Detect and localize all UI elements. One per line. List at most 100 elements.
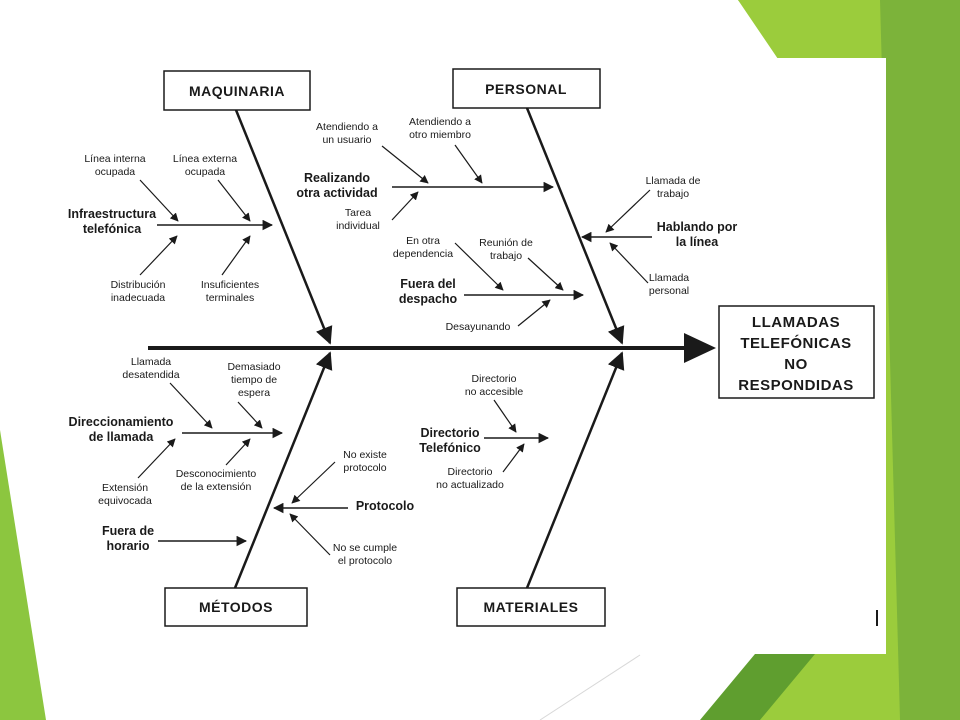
svg-text:Realizando: Realizando	[304, 171, 370, 185]
effect-line-3: NO	[784, 356, 808, 373]
svg-text:Llamada: Llamada	[649, 272, 689, 284]
svg-text:otra actividad: otra actividad	[296, 186, 377, 200]
svg-text:Reunión de: Reunión de	[479, 237, 533, 249]
svg-text:Directorio: Directorio	[472, 373, 517, 385]
cause-fuera-despacho: Fuera del despacho	[399, 277, 585, 306]
svg-text:No se cumple: No se cumple	[333, 542, 397, 554]
svg-text:Llamada: Llamada	[131, 356, 171, 368]
cause-direccionamiento: Direccionamiento de llamada	[69, 415, 284, 444]
svg-text:Desconocimiento: Desconocimiento	[176, 468, 257, 480]
bone-materiales	[525, 351, 625, 589]
svg-text:protocolo: protocolo	[343, 462, 386, 474]
subcause-no-existe: No existe protocolo	[291, 449, 387, 504]
svg-text:Directorio: Directorio	[448, 466, 493, 478]
svg-text:Fuera de: Fuera de	[102, 524, 154, 538]
svg-text:el protocolo: el protocolo	[338, 555, 392, 567]
bg-thin-line	[539, 654, 641, 720]
subcause-atendiendo-usuario: Atendiendo a un usuario	[316, 121, 429, 184]
subcause-tarea-individual: Tarea individual	[336, 191, 419, 232]
category-personal: PERSONAL	[452, 68, 601, 109]
svg-text:la línea: la línea	[676, 235, 719, 249]
bone-personal	[525, 107, 625, 345]
subcause-no-se-cumple: No se cumple el protocolo	[289, 513, 397, 567]
svg-text:otro miembro: otro miembro	[409, 129, 471, 141]
svg-text:Distribución: Distribución	[111, 279, 166, 291]
effect-line-2: TELEFÓNICAS	[740, 334, 851, 352]
cause-realizando: Realizando otra actividad	[296, 171, 555, 200]
subcause-llamada-trabajo: Llamada de trabajo	[605, 175, 701, 233]
svg-text:equivocada: equivocada	[98, 495, 152, 507]
effect-line-4: RESPONDIDAS	[738, 377, 854, 394]
svg-text:Línea interna: Línea interna	[84, 153, 145, 165]
svg-text:terminales: terminales	[206, 292, 254, 304]
subcause-desconocimiento: Desconocimiento de la extensión	[176, 438, 257, 493]
svg-text:Fuera del: Fuera del	[400, 277, 456, 291]
svg-text:Extensión: Extensión	[102, 482, 148, 494]
svg-text:despacho: despacho	[399, 292, 458, 306]
svg-text:Tarea: Tarea	[345, 207, 371, 219]
category-maquinaria: MAQUINARIA	[163, 70, 311, 111]
spine-arrowhead	[684, 333, 716, 363]
svg-text:horario: horario	[106, 539, 149, 553]
svg-text:Hablando por: Hablando por	[657, 220, 738, 234]
svg-text:Demasiado: Demasiado	[227, 361, 280, 373]
subcause-atendiendo-miembro: Atendiendo a otro miembro	[409, 116, 483, 184]
svg-text:Telefónico: Telefónico	[419, 441, 481, 455]
subcause-distribucion: Distribución inadecuada	[111, 235, 178, 304]
svg-text:Insuficientes: Insuficientes	[201, 279, 259, 291]
svg-text:de la extensión: de la extensión	[181, 481, 252, 493]
category-metodos-label: MÉTODOS	[199, 599, 273, 615]
bg-left-stripe	[0, 430, 46, 720]
svg-text:Protocolo: Protocolo	[356, 499, 415, 513]
svg-text:dependencia: dependencia	[393, 248, 453, 260]
svg-text:Directorio: Directorio	[420, 426, 479, 440]
cause-infraestructura: Infraestructura telefónica	[68, 207, 274, 236]
category-metodos: MÉTODOS	[164, 587, 308, 627]
svg-text:desatendida: desatendida	[122, 369, 179, 381]
effect-box: LLAMADAS TELEFÓNICAS NO RESPONDIDAS	[718, 305, 875, 399]
category-personal-label: PERSONAL	[485, 81, 567, 97]
svg-text:no accesible: no accesible	[465, 386, 524, 398]
cause-hablando: Hablando por la línea	[580, 220, 738, 249]
svg-text:de llamada: de llamada	[89, 430, 155, 444]
svg-text:trabajo: trabajo	[657, 188, 689, 200]
bone-metodos	[233, 351, 333, 589]
cause-protocolo: Protocolo	[272, 499, 415, 514]
bone-maquinaria	[234, 109, 333, 345]
subcause-desatendida: Llamada desatendida	[122, 356, 213, 429]
subcause-no-actualizado: Directorio no actualizado	[436, 443, 525, 491]
effect-line-1: LLAMADAS	[752, 314, 840, 331]
svg-text:Desayunando: Desayunando	[446, 321, 511, 333]
svg-text:un usuario: un usuario	[322, 134, 371, 146]
svg-text:trabajo: trabajo	[490, 250, 522, 262]
svg-text:espera: espera	[238, 387, 270, 399]
svg-text:individual: individual	[336, 220, 380, 232]
svg-text:no actualizado: no actualizado	[436, 479, 504, 491]
svg-text:inadecuada: inadecuada	[111, 292, 165, 304]
category-materiales-label: MATERIALES	[484, 599, 579, 615]
svg-text:Línea externa: Línea externa	[173, 153, 237, 165]
svg-text:Llamada de: Llamada de	[646, 175, 701, 187]
subcause-otra-dependencia: En otra dependencia	[393, 235, 504, 291]
bg-right-panel-mid	[880, 0, 960, 720]
subcause-linea-interna: Línea interna ocupada	[84, 153, 179, 222]
category-maquinaria-label: MAQUINARIA	[189, 83, 285, 99]
subcause-insuficientes: Insuficientes terminales	[201, 235, 259, 304]
category-materiales: MATERIALES	[456, 587, 606, 627]
subcause-desayunando: Desayunando	[446, 299, 551, 333]
subcause-no-accesible: Directorio no accesible	[465, 373, 524, 433]
svg-text:No existe: No existe	[343, 449, 387, 461]
cause-infraestructura-line-1: Infraestructura	[68, 207, 157, 221]
svg-text:En otra: En otra	[406, 235, 440, 247]
cause-directorio: Directorio Telefónico	[419, 426, 550, 455]
svg-text:ocupada: ocupada	[95, 166, 135, 178]
svg-text:tiempo de: tiempo de	[231, 374, 277, 386]
svg-text:ocupada: ocupada	[185, 166, 225, 178]
svg-text:Direccionamiento: Direccionamiento	[69, 415, 174, 429]
subcause-extension-equivocada: Extensión equivocada	[98, 438, 176, 507]
cause-infraestructura-line-2: telefónica	[83, 222, 142, 236]
svg-text:Atendiendo a: Atendiendo a	[409, 116, 471, 128]
subcause-demasiado-tiempo: Demasiado tiempo de espera	[227, 361, 281, 429]
cause-fuera-horario: Fuera de horario	[102, 524, 248, 553]
